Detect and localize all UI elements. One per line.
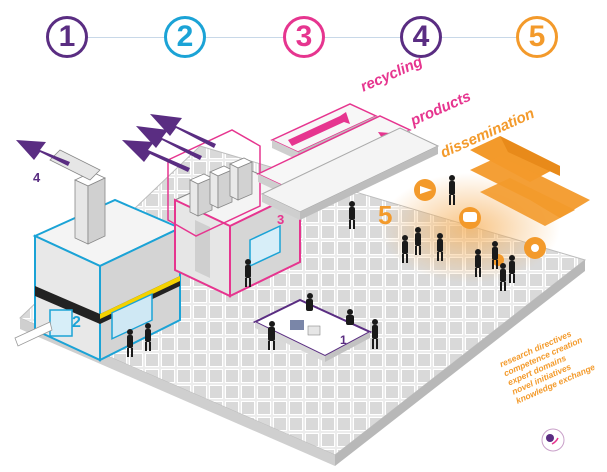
exhaust-4-marker: 4 [33,170,41,185]
step-3-circle: 3 [283,16,325,58]
building-3-marker: 3 [277,212,285,227]
dissemination-chevrons [470,136,590,226]
desk-1-marker: 1 [340,333,347,347]
step-5-circle: 5 [516,16,558,58]
step-3-number: 3 [295,20,313,53]
step-4-circle: 4 [400,16,442,58]
people-silhouettes [127,175,515,357]
step-4-number: 4 [412,20,430,53]
exhaust-arrow-4 [16,140,70,166]
building-2-marker: 2 [72,314,81,331]
building-3-vents [167,129,261,237]
step-1-number: 1 [58,20,76,53]
step-1-circle: 1 [46,16,88,58]
floor-5-marker: 5 [378,200,393,230]
step-2-number: 2 [176,20,194,53]
step-2-circle: 2 [164,16,206,58]
step-5-number: 5 [528,20,546,53]
dissemination-conveyor [260,127,440,220]
info-badge-icon [541,428,565,452]
building-2-chimney [49,149,106,245]
exhaust-arrows-3 [122,114,216,172]
